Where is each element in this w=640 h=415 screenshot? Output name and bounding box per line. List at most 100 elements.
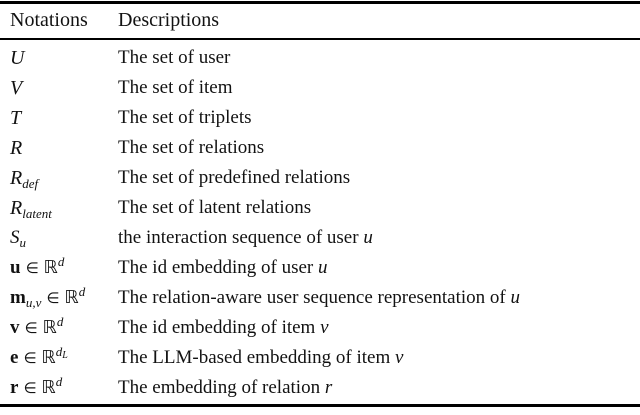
dimension-superscript: d	[58, 254, 65, 269]
element-of-symbol: ∈	[25, 259, 39, 277]
description-text: The set of relations	[118, 137, 265, 158]
notation-symbol: T	[10, 107, 22, 129]
notation-symbol: V	[10, 77, 23, 99]
element-of-symbol	[26, 229, 36, 247]
description-cell: The set of triplets	[118, 103, 640, 133]
notation-cell: Rlatent	[0, 193, 118, 223]
table-row: u∈ℝd The id embedding of user u	[0, 253, 640, 283]
description-text: The set of triplets	[118, 107, 252, 128]
notation-cell: Rdef	[0, 163, 118, 193]
description-cell: The set of relations	[118, 133, 640, 163]
notation-cell: v∈ℝd	[0, 313, 118, 343]
notation-subscript: u	[19, 235, 27, 250]
description-text: The id embedding of item	[118, 317, 321, 338]
description-cell: the interaction sequence of user u	[118, 223, 640, 253]
notation-symbol: R	[10, 197, 23, 219]
dimension-letter: d	[78, 284, 86, 299]
table-row: r∈ℝd The embedding of relation r	[0, 373, 640, 403]
dimension-superscript: d	[57, 314, 64, 329]
table-header-row: Notations Descriptions	[0, 3, 640, 38]
description-text: The id embedding of user	[118, 257, 318, 278]
table-body: U The set of user V The set of item T Th…	[0, 43, 640, 403]
dimension-letter: d	[57, 254, 65, 269]
notation-symbol: U	[10, 47, 25, 69]
description-text: The LLM-based embedding of item	[118, 347, 396, 368]
notation-symbol: r	[10, 377, 19, 398]
notation-symbol: m	[10, 287, 26, 308]
description-cell: The embedding of relation r	[118, 373, 640, 403]
description-variable: v	[395, 347, 404, 368]
description-text: The set of user	[118, 47, 231, 68]
notation-cell: R	[0, 133, 118, 163]
dimension-superscript: d	[79, 284, 86, 299]
description-cell: The set of predefined relations	[118, 163, 640, 193]
notation-cell: mu,v ∈ℝd	[0, 283, 118, 313]
dimension-sub-letter: L	[62, 350, 68, 361]
description-variable: u	[363, 227, 373, 248]
notation-cell: e∈ℝdL	[0, 343, 118, 373]
notation-symbol: S	[10, 227, 20, 248]
table-row: mu,v ∈ℝd The relation-aware user sequence…	[0, 283, 640, 313]
notation-cell: Su	[0, 223, 118, 253]
dimension-letter: d	[55, 344, 63, 359]
element-of-symbol: ∈	[24, 319, 38, 337]
table-row: Su the interaction sequence of user u	[0, 223, 640, 253]
table-row: R The set of relations	[0, 133, 640, 163]
description-cell: The set of item	[118, 73, 640, 103]
table-row: V The set of item	[0, 73, 640, 103]
dimension-letter: d	[55, 374, 63, 389]
description-variable: r	[324, 377, 333, 398]
table-row: v∈ℝd The id embedding of item v	[0, 313, 640, 343]
element-of-symbol	[24, 50, 34, 68]
notation-cell: V	[0, 73, 118, 103]
table-row: T The set of triplets	[0, 103, 640, 133]
real-set-symbol: ℝ	[43, 257, 58, 278]
description-cell: The LLM-based embedding of item v	[118, 343, 640, 373]
notation-symbol: v	[10, 317, 20, 338]
element-of-symbol: ∈	[23, 379, 37, 397]
table-row: Rlatent The set of latent relations	[0, 193, 640, 223]
notation-cell: r∈ℝd	[0, 373, 118, 403]
description-text: The set of item	[118, 77, 233, 98]
real-set-symbol: ℝ	[42, 317, 57, 338]
description-text: the interaction sequence of user	[118, 227, 364, 248]
real-set-symbol: ℝ	[64, 287, 79, 308]
description-text: The set of predefined relations	[118, 167, 351, 188]
table-bottom-rule	[0, 404, 640, 407]
description-variable: u	[317, 257, 328, 278]
notation-symbol: R	[10, 167, 23, 189]
description-cell: The relation-aware user sequence represe…	[118, 283, 640, 313]
dimension-superscript: dL	[55, 344, 68, 361]
element-of-symbol: ∈	[46, 289, 60, 307]
element-of-symbol	[22, 140, 32, 158]
real-set-symbol: ℝ	[41, 347, 56, 368]
real-set-symbol: ℝ	[41, 377, 56, 398]
table-top-rule	[0, 1, 640, 4]
description-cell: The set of user	[118, 43, 640, 73]
notation-symbol: u	[10, 257, 21, 278]
description-text: The set of latent relations	[118, 197, 312, 218]
element-of-symbol	[21, 110, 31, 128]
notation-symbol: R	[10, 137, 23, 159]
dimension-letter: d	[56, 314, 64, 329]
header-notations: Notations	[10, 9, 88, 31]
element-of-symbol: ∈	[23, 349, 37, 367]
description-cell: The id embedding of item v	[118, 313, 640, 343]
notation-cell: u∈ℝd	[0, 253, 118, 283]
description-text: The embedding of relation	[118, 377, 325, 398]
notation-symbol: e	[10, 347, 19, 368]
description-text: The relation-aware user sequence represe…	[118, 287, 511, 308]
element-of-symbol	[38, 170, 48, 188]
description-variable: v	[320, 317, 329, 338]
table-row: U The set of user	[0, 43, 640, 73]
table-row: Rdef The set of predefined relations	[0, 163, 640, 193]
notation-cell: U	[0, 43, 118, 73]
notation-subscript: latent	[22, 206, 52, 221]
notation-cell: T	[0, 103, 118, 133]
table-header-rule	[0, 38, 640, 40]
notation-subscript: u,v	[25, 295, 42, 310]
description-cell: The id embedding of user u	[118, 253, 640, 283]
element-of-symbol	[52, 200, 62, 218]
description-variable: u	[510, 287, 520, 308]
